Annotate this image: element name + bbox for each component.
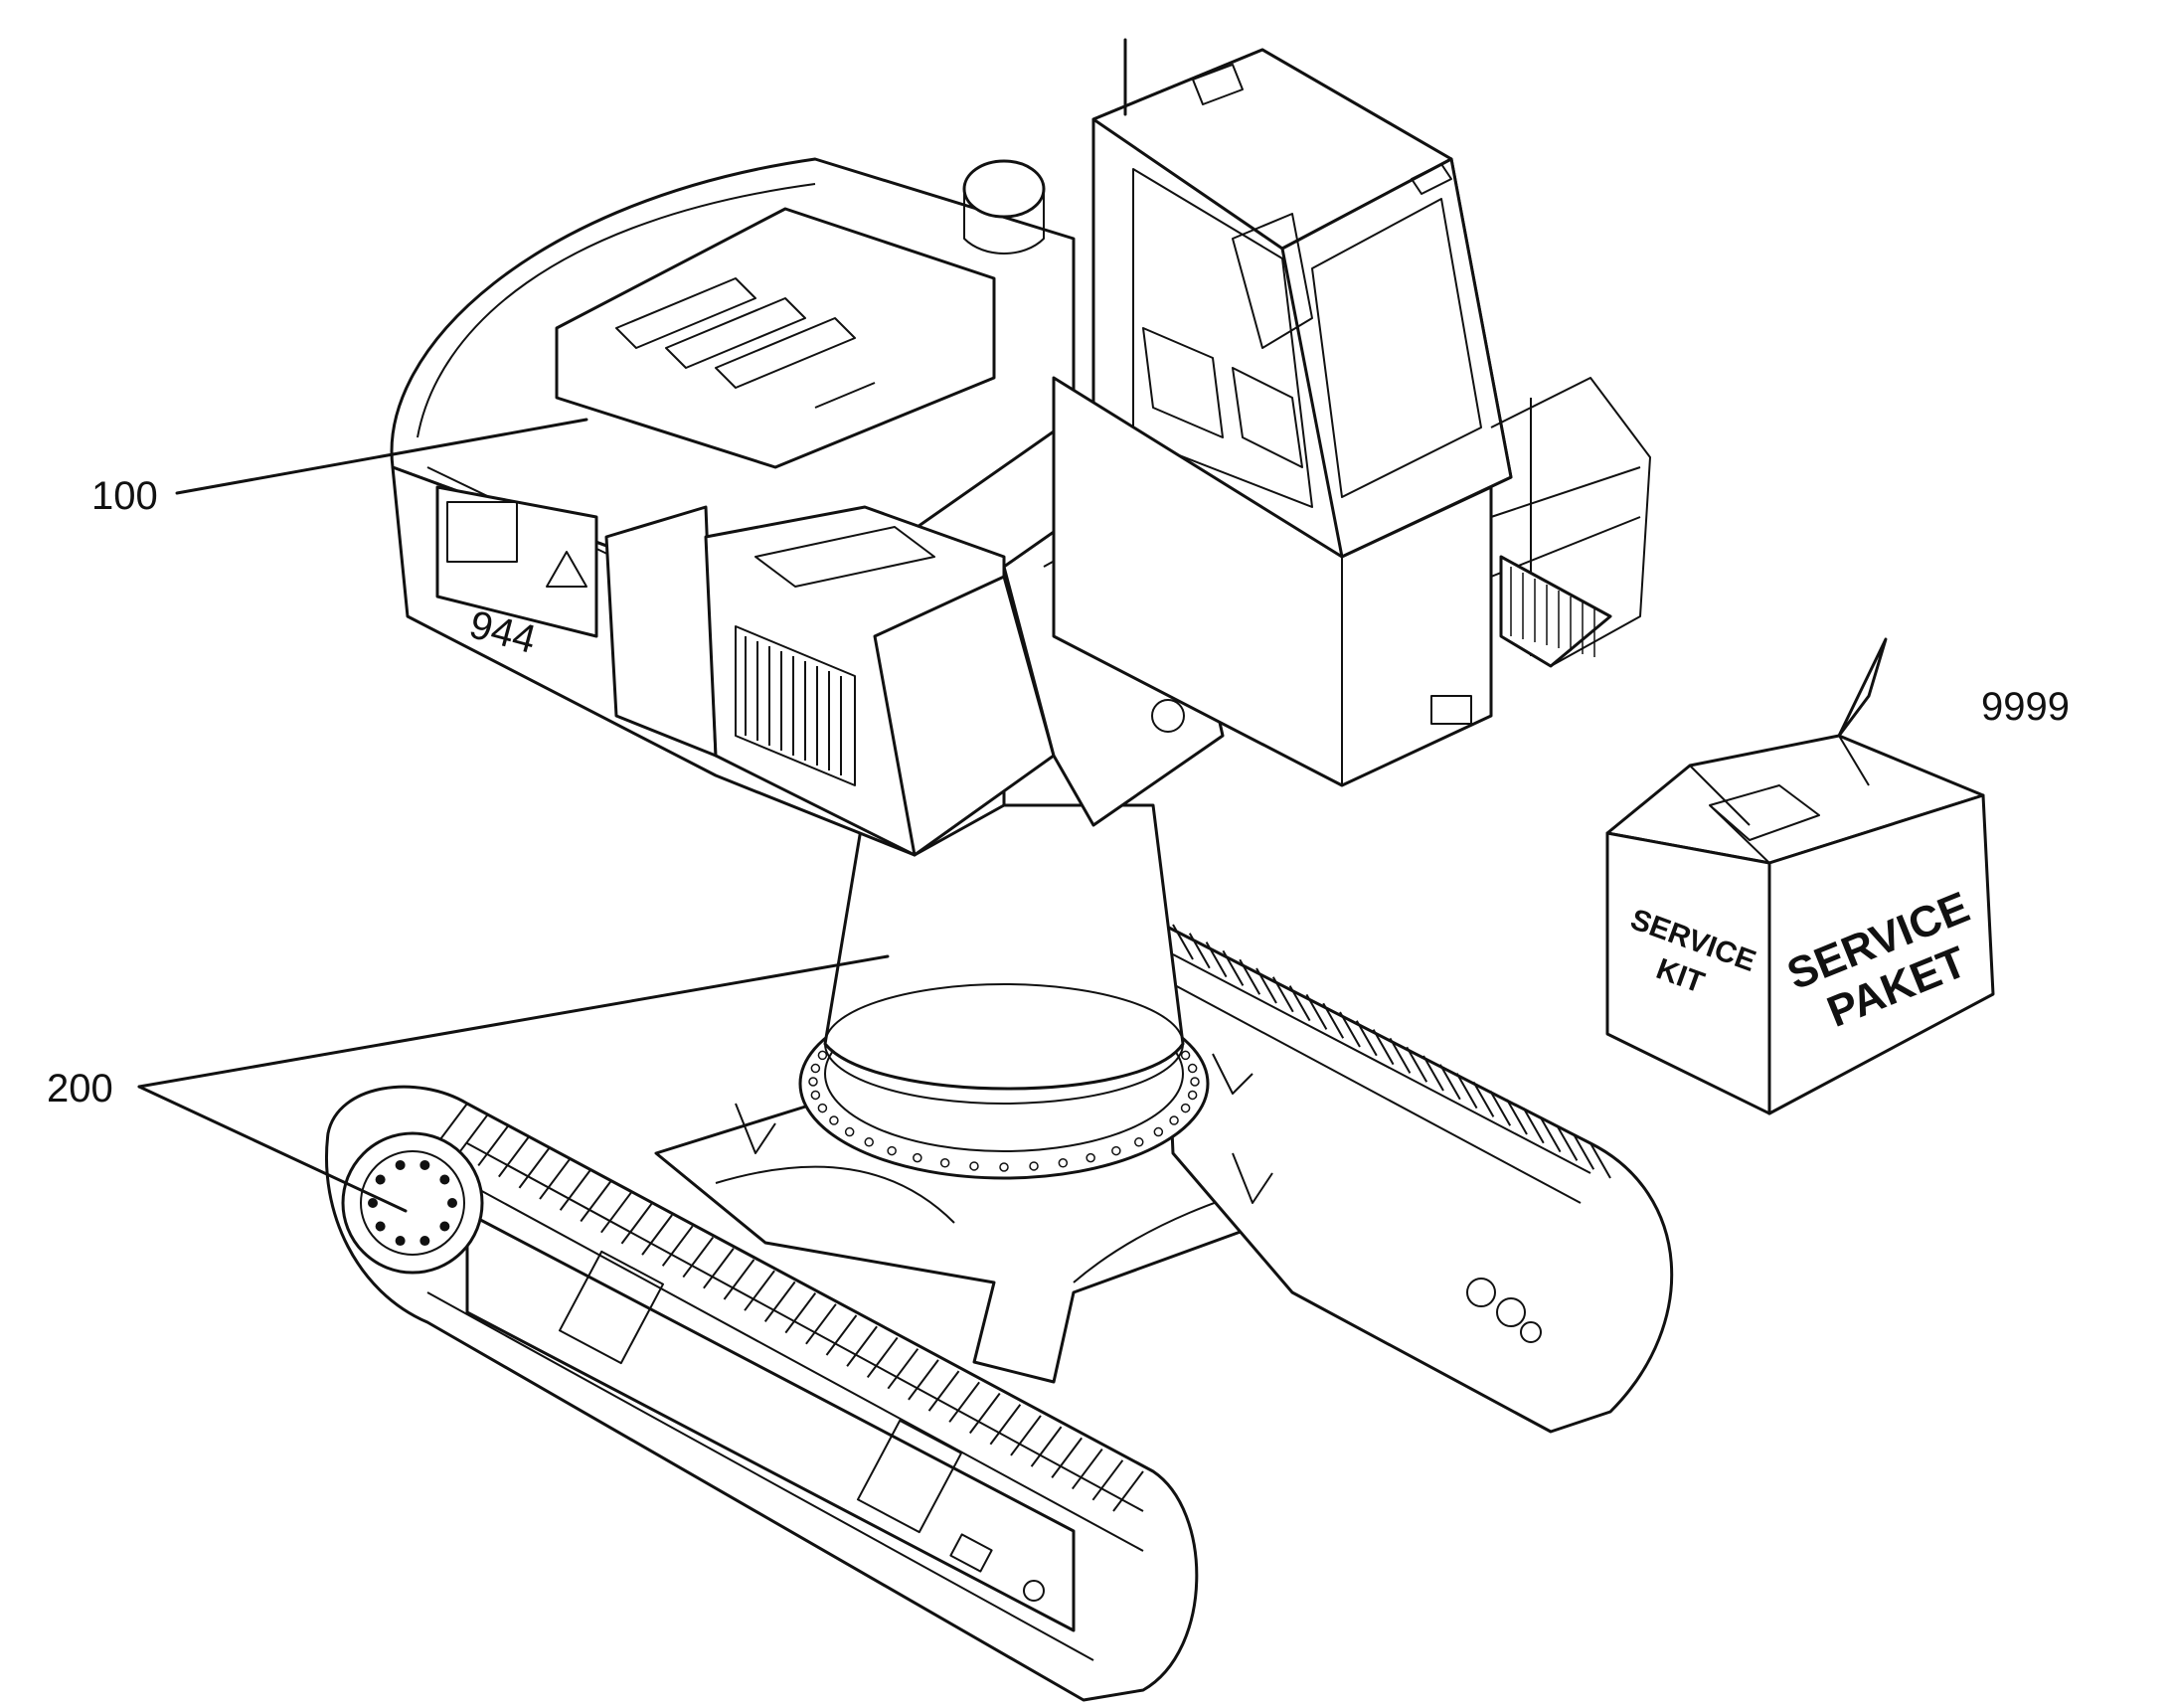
- operator-cabin: [1052, 38, 1513, 787]
- undercarriage: [325, 803, 1674, 1702]
- drive-sprocket: [341, 1131, 484, 1275]
- callout-9999: 9999: [1981, 685, 2070, 729]
- left-track: [325, 1085, 1199, 1702]
- callout-9999-label: 9999: [1981, 685, 2070, 729]
- air-filter: [962, 159, 1046, 255]
- railing-platform: [1490, 377, 1651, 668]
- callout-100: 100: [91, 418, 588, 518]
- callout-200-label: 200: [47, 1067, 113, 1110]
- hydraulic-compartment-grille: [745, 636, 842, 775]
- callout-100-label: 100: [91, 474, 158, 518]
- engine-hood-grille: [615, 277, 856, 389]
- callout-200: 200: [47, 954, 890, 1213]
- slewing-ring: [798, 803, 1210, 1180]
- service-kit-box: SERVICE KIT SERVICE PAKET: [1605, 637, 1995, 1115]
- right-track: [1161, 923, 1674, 1434]
- upper-carriage: 944: [390, 38, 1651, 857]
